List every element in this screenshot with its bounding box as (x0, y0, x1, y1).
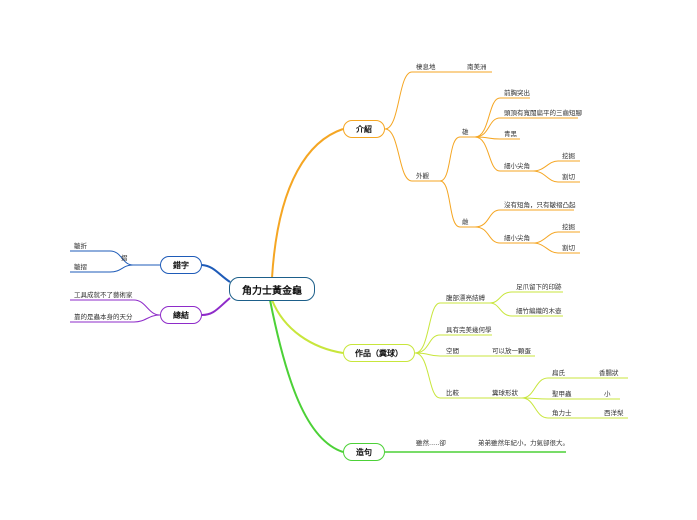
topic-intro[interactable]: 介紹 (343, 120, 385, 138)
work-space[interactable]: 空間 (446, 347, 459, 355)
connector-root-work (271, 299, 344, 354)
work-beetle-2[interactable]: 聖甲蟲 (552, 390, 572, 398)
summary-item-2[interactable]: 靠的是蟲本身的天分 (74, 313, 133, 321)
intro-habitat-value[interactable]: 南美洲 (467, 63, 487, 71)
connector-root-sentence (269, 299, 344, 453)
work-compare[interactable]: 比較 (446, 389, 459, 397)
topic-wrong-chars[interactable]: 錯字 (160, 256, 202, 274)
work-careful[interactable]: 腹部漂亮結縛 (446, 294, 485, 302)
connector-root-intro (271, 128, 344, 279)
work-shape[interactable]: 糞球形狀 (492, 389, 518, 397)
intro-male-trait-3[interactable]: 青黑 (504, 130, 517, 138)
sentence-example[interactable]: 弟弟雖然年紀小，力氣卻很大。 (478, 439, 569, 447)
wrong-chars-item-2[interactable]: 皺摺 (74, 263, 87, 271)
work-beetle-3[interactable]: 角力士 (552, 409, 572, 417)
work-perfect[interactable]: 具有完美幾何學 (446, 326, 492, 334)
topic-summary[interactable]: 總結 (160, 306, 202, 324)
work-shape-2[interactable]: 小 (604, 390, 611, 398)
work-careful-item-1[interactable]: 足爪留下的印跡 (516, 283, 562, 291)
work-shape-3[interactable]: 西洋梨 (604, 409, 624, 417)
intro-male-horn[interactable]: 細小尖角 (504, 162, 530, 170)
root-node[interactable]: 角力士黃金龜 (229, 277, 315, 301)
topic-sentence[interactable]: 造句 (343, 443, 385, 461)
sentence-pattern[interactable]: 雖然.....卻 (416, 439, 446, 447)
intro-female-horn[interactable]: 細小尖角 (504, 234, 530, 242)
intro-female-horn-use-1[interactable]: 挖掘 (562, 223, 575, 231)
intro-male-horn-use-2[interactable]: 割切 (562, 173, 575, 181)
intro-female-horn-use-2[interactable]: 割切 (562, 244, 575, 252)
work-beetle-1[interactable]: 扁氏 (552, 369, 565, 377)
intro-habitat[interactable]: 棲息地 (416, 63, 436, 71)
intro-male-trait-1[interactable]: 前胸突出 (504, 89, 530, 97)
work-space-value[interactable]: 可以放一顆蛋 (492, 347, 531, 355)
topic-work[interactable]: 作品（糞球） (343, 344, 415, 362)
intro-male-horn-use-1[interactable]: 挖掘 (562, 152, 575, 160)
connector-root-wrong (201, 264, 231, 283)
wrong-chars-item-1[interactable]: 皺折 (74, 242, 87, 250)
wrong-chars-group[interactable]: 摺 (121, 254, 128, 262)
connector-root-summary (201, 297, 231, 316)
intro-male-trait-2[interactable]: 頭頂有寬闊扁平的三齒短腳 (504, 109, 582, 117)
intro-appearance[interactable]: 外觀 (416, 172, 429, 180)
intro-female-trait[interactable]: 沒有短角，只有皺褶凸起 (504, 201, 576, 209)
intro-male[interactable]: 雄 (462, 128, 469, 136)
intro-female[interactable]: 雌 (462, 218, 469, 226)
work-careful-item-2[interactable]: 細竹編織的木壺 (516, 307, 562, 315)
work-shape-1[interactable]: 香腸狀 (599, 369, 619, 377)
summary-item-1[interactable]: 工具成就不了藝術家 (74, 291, 133, 299)
